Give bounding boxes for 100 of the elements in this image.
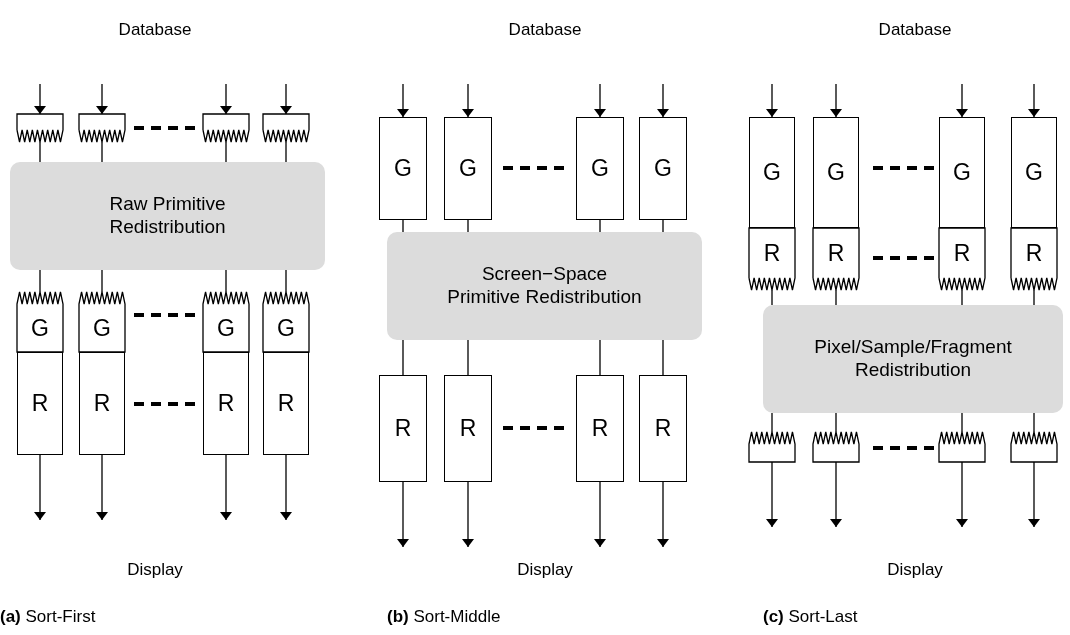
arrow xyxy=(659,83,667,118)
processor-box xyxy=(379,117,427,220)
node-label: G xyxy=(31,314,49,342)
node-label: G xyxy=(1025,159,1043,186)
io-label: Database xyxy=(508,20,582,40)
processor-box xyxy=(576,117,624,220)
arrow xyxy=(282,83,290,115)
processor-box xyxy=(939,228,985,290)
io-label: Database xyxy=(878,20,952,40)
connector-line xyxy=(467,339,469,376)
arrow xyxy=(958,83,966,118)
connector-line xyxy=(225,141,227,163)
jagged-box xyxy=(939,432,985,462)
processor-box xyxy=(263,352,309,455)
node-label: G xyxy=(93,314,111,342)
connector-line xyxy=(402,219,404,233)
arrow xyxy=(1030,83,1038,118)
node-label: G xyxy=(953,159,971,186)
arrow xyxy=(596,83,604,118)
connector-line xyxy=(961,412,963,433)
connector-line xyxy=(285,141,287,163)
processor-box xyxy=(203,292,249,352)
connector-line xyxy=(662,339,664,376)
processor-box xyxy=(79,292,125,352)
arrow xyxy=(36,454,44,521)
node-label: R xyxy=(277,390,295,417)
node-label: R xyxy=(827,239,845,267)
arrow xyxy=(832,461,840,528)
node-label: G xyxy=(394,155,412,182)
node-label: G xyxy=(763,159,781,186)
arrow xyxy=(399,481,407,548)
panel-label: Pixel/Sample/Fragment Redistribution xyxy=(814,336,1012,382)
io-label: Display xyxy=(517,560,573,580)
connector-line xyxy=(771,289,773,306)
io-label: Database xyxy=(118,20,192,40)
connector-line xyxy=(961,289,963,306)
node-label: R xyxy=(1025,239,1043,267)
processor-box xyxy=(813,117,859,228)
node-label: G xyxy=(827,159,845,186)
connector-line xyxy=(662,219,664,233)
processor-box xyxy=(203,352,249,455)
node-label: R xyxy=(591,415,609,442)
connector-line xyxy=(285,269,287,293)
processor-box xyxy=(17,292,63,352)
arrow xyxy=(768,83,776,118)
connector-line xyxy=(467,219,469,233)
node-label: G xyxy=(217,314,235,342)
node-label: R xyxy=(763,239,781,267)
processor-box xyxy=(263,292,309,352)
connector-line xyxy=(599,339,601,376)
connector-line xyxy=(225,269,227,293)
arrow xyxy=(464,83,472,118)
panel-label: Raw Primitive Redistribution xyxy=(108,193,227,239)
arrow xyxy=(464,481,472,548)
processor-box xyxy=(639,375,687,482)
node-label: G xyxy=(591,155,609,182)
arrow xyxy=(1030,461,1038,528)
panel-label: Screen−Space Primitive Redistribution xyxy=(447,263,642,309)
arrow xyxy=(659,481,667,548)
io-label: Display xyxy=(127,560,183,580)
arrow xyxy=(399,83,407,118)
processor-box xyxy=(1011,117,1057,228)
jagged-box xyxy=(263,114,309,142)
arrow xyxy=(222,83,230,115)
jagged-box xyxy=(813,432,859,462)
processor-box xyxy=(79,352,125,455)
connector-line xyxy=(599,219,601,233)
connector-line xyxy=(39,141,41,163)
jagged-box xyxy=(79,114,125,142)
connector-line xyxy=(1033,412,1035,433)
arrow xyxy=(768,461,776,528)
processor-box xyxy=(576,375,624,482)
processor-box xyxy=(1011,228,1057,290)
panel-caption: (a) Sort-First xyxy=(0,607,96,627)
processor-box xyxy=(749,228,795,290)
arrow xyxy=(98,83,106,115)
node-label: R xyxy=(459,415,477,442)
node-label: R xyxy=(217,390,235,417)
connector-line xyxy=(835,289,837,306)
processor-box xyxy=(639,117,687,220)
connector-line xyxy=(402,339,404,376)
arrow xyxy=(832,83,840,118)
arrow xyxy=(958,461,966,528)
node-label: R xyxy=(394,415,412,442)
jagged-box xyxy=(203,114,249,142)
jagged-box xyxy=(1011,432,1057,462)
node-label: G xyxy=(654,155,672,182)
node-label: R xyxy=(953,239,971,267)
connector-line xyxy=(39,269,41,293)
processor-box xyxy=(813,228,859,290)
node-label: G xyxy=(277,314,295,342)
processor-box xyxy=(17,352,63,455)
connector-line xyxy=(101,269,103,293)
redistribution-panel xyxy=(10,162,325,270)
arrow xyxy=(596,481,604,548)
jagged-box xyxy=(749,432,795,462)
node-label: R xyxy=(31,390,49,417)
arrow xyxy=(222,454,230,521)
panel-caption: (c) Sort-Last xyxy=(763,607,858,627)
processor-box xyxy=(939,117,985,228)
